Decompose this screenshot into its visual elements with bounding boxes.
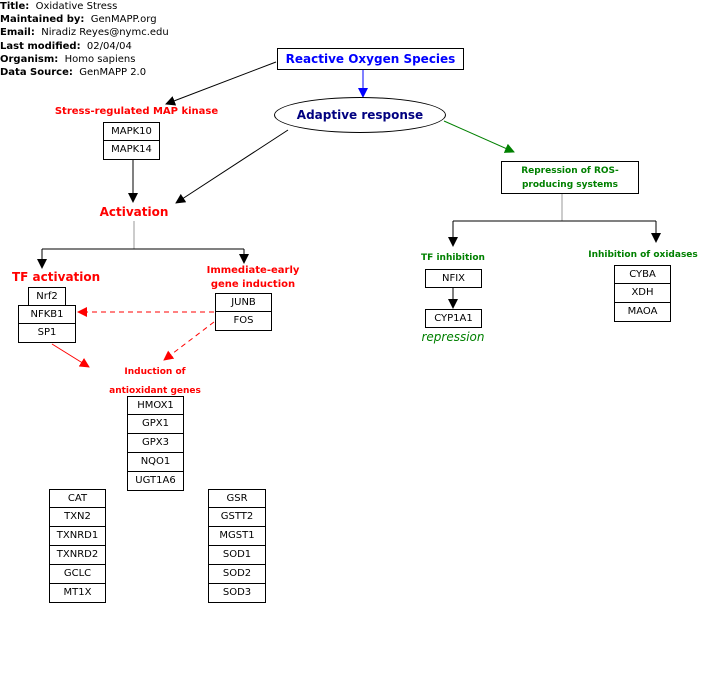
pathway-info: Title: Oxidative Stress Maintained by: G… bbox=[0, 0, 169, 79]
info-title: Title: Oxidative Stress bbox=[0, 1, 118, 12]
gene-box-mapk10[interactable]: MAPK10 bbox=[103, 122, 160, 141]
ros-node[interactable]: Reactive Oxygen Species bbox=[277, 48, 464, 70]
arrow-adaptive-to-activation bbox=[175, 129, 289, 204]
gene-box-nqo1[interactable]: NQO1 bbox=[127, 453, 184, 472]
ieg-line-2: gene induction bbox=[210, 279, 296, 290]
arrow-fos-to-antioxidant bbox=[163, 321, 215, 361]
ieg-line-1: Immediate-early bbox=[206, 265, 300, 276]
antioxidant-line-1: Induction of bbox=[124, 367, 186, 377]
info-organism: Organism: Homo sapiens bbox=[0, 53, 136, 65]
oxidases-label: Inhibition of oxidases bbox=[588, 250, 698, 260]
info-data-source: Data Source: GenMAPP 2.0 bbox=[0, 67, 147, 79]
gene-box-mgst1[interactable]: MGST1 bbox=[208, 527, 266, 546]
gene-box-txn2[interactable]: TXN2 bbox=[49, 508, 106, 527]
gene-box-nfix[interactable]: NFIX bbox=[425, 269, 482, 288]
gene-box-mapk14[interactable]: MAPK14 bbox=[103, 141, 160, 160]
tf-activation-label: TF activation bbox=[12, 270, 101, 284]
gene-box-xdh[interactable]: XDH bbox=[614, 284, 671, 303]
gene-box-sod3[interactable]: SOD3 bbox=[208, 584, 266, 603]
nrf2-box[interactable]: Nrf2 bbox=[28, 287, 66, 306]
info-last-modified: Last modified: 02/04/04 bbox=[0, 40, 132, 52]
gene-box-gsr[interactable]: GSR bbox=[208, 489, 266, 508]
repression-node[interactable]: Repression of ROS- producing systems bbox=[501, 161, 639, 194]
gene-box-gpx3[interactable]: GPX3 bbox=[127, 434, 184, 453]
gene-box-gpx1[interactable]: GPX1 bbox=[127, 415, 184, 434]
adaptive-response-node[interactable]: Adaptive response bbox=[274, 97, 446, 133]
gene-box-hmox1[interactable]: HMOX1 bbox=[127, 396, 184, 415]
gene-box-mt1x[interactable]: MT1X bbox=[49, 584, 106, 603]
antioxidant-line-2: antioxidant genes bbox=[109, 386, 201, 396]
repression-line-1: Repression of ROS- bbox=[521, 166, 619, 176]
info-maintainer: Maintained by: GenMAPP.org bbox=[0, 14, 157, 26]
gene-box-cyp1a1[interactable]: CYP1A1 bbox=[425, 309, 482, 328]
repression-note: repression bbox=[421, 330, 485, 344]
gene-box-txnrd2[interactable]: TXNRD2 bbox=[49, 546, 106, 565]
antioxidant-label: Induction of antioxidant genes bbox=[100, 363, 210, 401]
gene-box-ugt1a6[interactable]: UGT1A6 bbox=[127, 472, 184, 491]
arrow-adaptive-to-repression bbox=[443, 120, 515, 153]
tf-inhibition-label: TF inhibition bbox=[421, 253, 485, 263]
repression-line-2: producing systems bbox=[521, 180, 619, 190]
gene-box-gclc[interactable]: GCLC bbox=[49, 565, 106, 584]
stress-kinase-label: Stress-regulated MAP kinase bbox=[54, 106, 219, 117]
gene-box-sp1[interactable]: SP1 bbox=[18, 324, 76, 343]
arrow-sp1-to-antioxidant bbox=[51, 343, 90, 368]
gene-box-junb[interactable]: JUNB bbox=[215, 293, 272, 312]
gene-box-txnrd1[interactable]: TXNRD1 bbox=[49, 527, 106, 546]
gene-box-nfkb1[interactable]: NFKB1 bbox=[18, 305, 76, 324]
gene-box-gstt2[interactable]: GSTT2 bbox=[208, 508, 266, 527]
gene-box-cat[interactable]: CAT bbox=[49, 489, 106, 508]
gene-box-cyba[interactable]: CYBA bbox=[614, 265, 671, 284]
activation-label: Activation bbox=[99, 205, 169, 219]
gene-box-maoa[interactable]: MAOA bbox=[614, 303, 671, 322]
gene-box-sod2[interactable]: SOD2 bbox=[208, 565, 266, 584]
gene-box-fos[interactable]: FOS bbox=[215, 312, 272, 331]
ieg-label: Immediate-early gene induction bbox=[203, 264, 303, 292]
arrow-ros-to-kinase bbox=[165, 61, 277, 106]
gene-box-sod1[interactable]: SOD1 bbox=[208, 546, 266, 565]
info-email: Email: Niradiz Reyes@nymc.edu bbox=[0, 27, 169, 39]
